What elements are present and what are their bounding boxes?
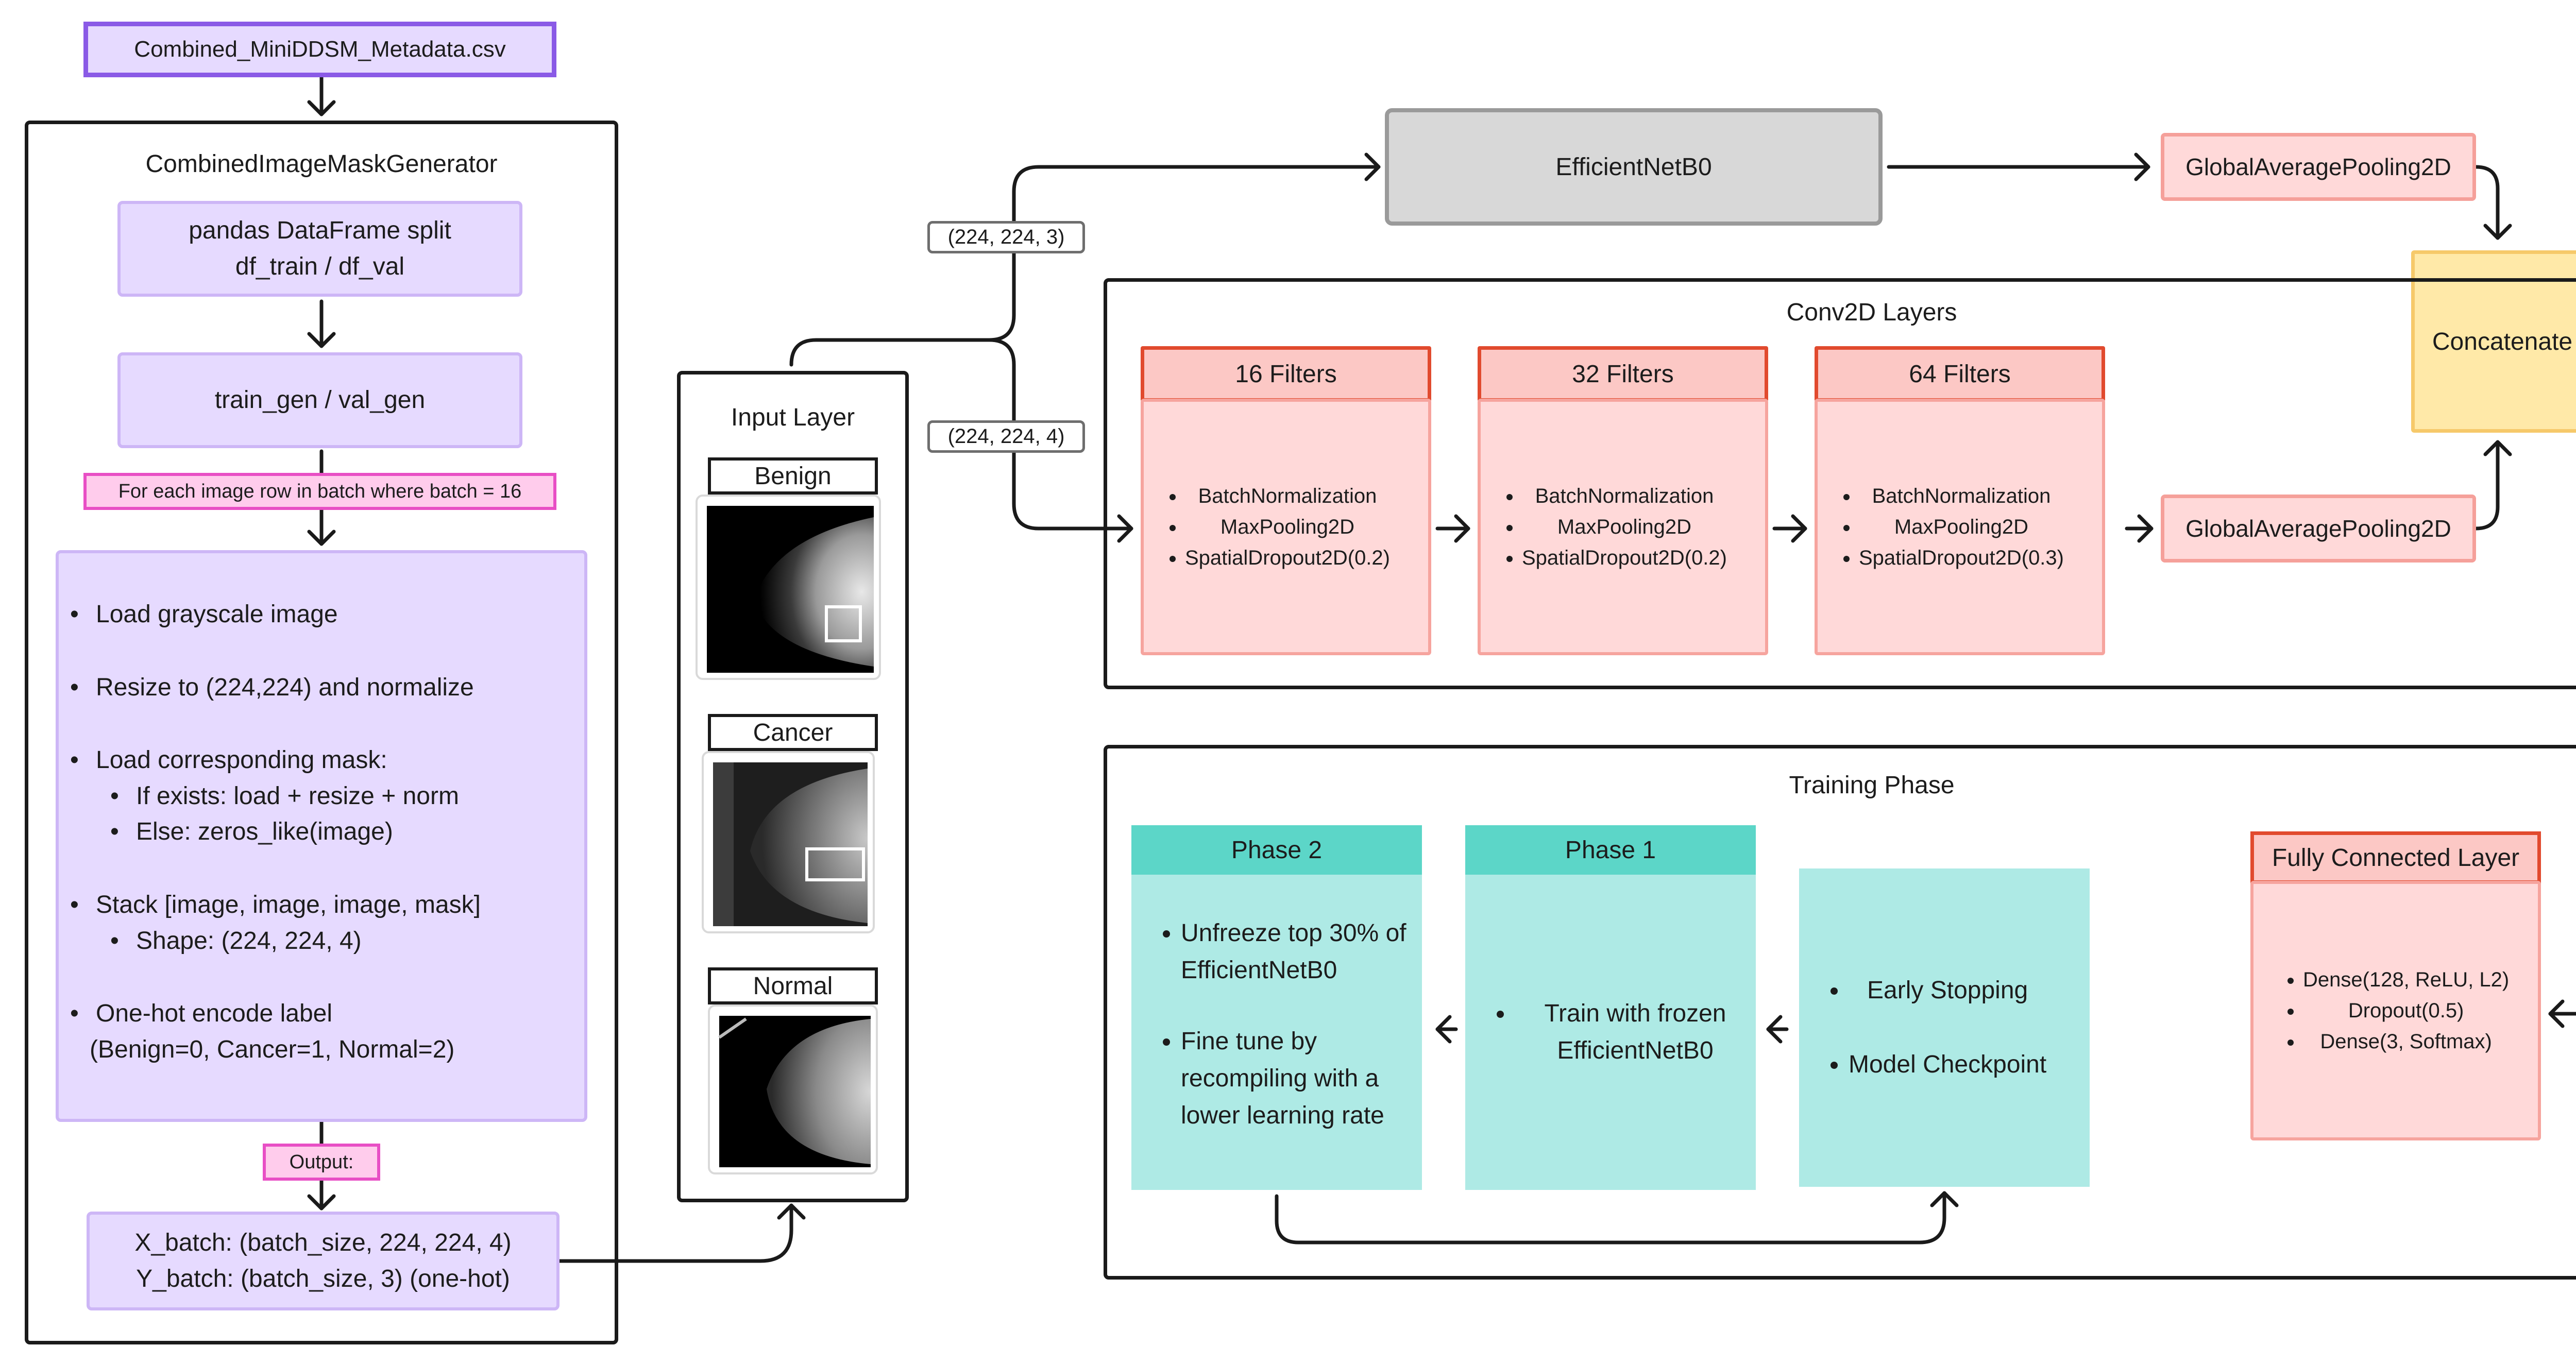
phase2-item: Unfreeze top 30% of EfficientNetB0: [1181, 915, 1422, 989]
output-tag-label: Output:: [289, 1151, 354, 1173]
fc-item: Dense(3, Softmax): [2303, 1026, 2509, 1057]
concatenate-label: Concatenate: [2432, 328, 2573, 355]
gap-bottom-label: GlobalAveragePooling2D: [2185, 515, 2451, 542]
metadata-csv-label: Combined_MiniDDSM_Metadata.csv: [134, 37, 506, 62]
filter-64-body: BatchNormalization MaxPooling2D SpatialD…: [1815, 399, 2105, 655]
efficientnet-node: EfficientNetB0: [1385, 108, 1883, 226]
filter-32-item: BatchNormalization: [1522, 481, 1727, 512]
generator-title: CombinedImageMaskGenerator: [145, 150, 498, 178]
filter-16-item: MaxPooling2D: [1185, 512, 1390, 542]
phase2-head: Phase 2: [1131, 825, 1422, 875]
cancer-thumbnail-frame: [702, 751, 875, 933]
mammogram-cancer-image: [713, 762, 868, 926]
training-container: [1104, 745, 2576, 1280]
filter-32-head: 32 Filters: [1478, 346, 1768, 402]
arrow-gap-to-concat: [2474, 165, 2500, 240]
normal-thumbnail-frame: [708, 1004, 878, 1174]
efficientnet-label: EfficientNetB0: [1555, 153, 1712, 181]
output-y-batch: Y_batch: (batch_size, 3) (one-hot): [136, 1265, 510, 1292]
phase1-item: Train with frozen EfficientNetB0: [1515, 995, 1756, 1069]
filter-64-item: SpatialDropout2D(0.3): [1859, 542, 2064, 573]
processing-steps-node: Load grayscale image Resize to (224,224)…: [56, 550, 587, 1122]
gap-top-node: GlobalAveragePooling2D: [2161, 133, 2476, 201]
phase2-body: Unfreeze top 30% of EfficientNetB0 Fine …: [1131, 875, 1422, 1190]
step-load-grayscale: Load grayscale image: [59, 597, 584, 633]
fc-item: Dense(128, ReLU, L2): [2303, 964, 2509, 995]
split-line-1: pandas DataFrame split: [189, 217, 451, 245]
generator-label: train_gen / val_gen: [214, 386, 426, 414]
filter-64-label: 64 Filters: [1909, 360, 2011, 388]
gap-bottom-node: GlobalAveragePooling2D: [2161, 495, 2476, 563]
callback-early-stopping: Early Stopping: [1849, 972, 2046, 1009]
filter-16-body: BatchNormalization MaxPooling2D SpatialD…: [1141, 399, 1431, 655]
sample-label-cancer: Cancer: [708, 714, 878, 751]
filter-32-label: 32 Filters: [1572, 360, 1674, 388]
roi-box: [825, 605, 862, 642]
callback-model-checkpoint: Model Checkpoint: [1849, 1046, 2046, 1083]
step-load-mask: Load corresponding mask:: [59, 742, 584, 778]
metadata-csv-node: Combined_MiniDDSM_Metadata.csv: [83, 22, 556, 77]
input-layer-container: [677, 371, 909, 1202]
filter-16-item: BatchNormalization: [1185, 481, 1390, 512]
sample-label-normal: Normal: [708, 967, 878, 1004]
step-mask-if: If exists: load + resize + norm: [59, 778, 584, 814]
filter-16-head: 16 Filters: [1141, 346, 1431, 402]
fc-item: Dropout(0.5): [2303, 995, 2509, 1026]
arrow-phase2-loop: [1275, 1191, 1946, 1245]
fc-label: Fully Connected Layer: [2272, 844, 2520, 872]
split-line-2: df_train / df_val: [235, 253, 405, 280]
sample-label-benign: Benign: [708, 457, 878, 495]
filter-64-item: MaxPooling2D: [1859, 512, 2064, 542]
generator-container: [25, 121, 618, 1344]
fc-body: Dense(128, ReLU, L2) Dropout(0.5) Dense(…: [2250, 881, 2541, 1140]
shape-label-rgbm: (224, 224, 4): [927, 420, 1085, 453]
filter-32-item: SpatialDropout2D(0.2): [1522, 542, 1727, 573]
gap-top-label: GlobalAveragePooling2D: [2185, 154, 2451, 180]
phase1-head: Phase 1: [1465, 825, 1756, 875]
filter-16-item: SpatialDropout2D(0.2): [1185, 542, 1390, 573]
filter-32-item: MaxPooling2D: [1522, 512, 1727, 542]
phase1-body: Train with frozen EfficientNetB0: [1465, 875, 1756, 1190]
phase1-label: Phase 1: [1565, 836, 1656, 864]
loop-tag: For each image row in batch where batch …: [83, 473, 556, 510]
output-node: X_batch: (batch_size, 224, 224, 4) Y_bat…: [87, 1212, 560, 1310]
arrow-output-to-input: [557, 1203, 793, 1263]
step-resize: Resize to (224,224) and normalize: [59, 670, 584, 706]
arrow-input-to-efficientnet: [789, 165, 1381, 367]
filter-32-body: BatchNormalization MaxPooling2D SpatialD…: [1478, 399, 1768, 655]
conv-container: [1104, 278, 2576, 689]
conv-title: Conv2D Layers: [1786, 298, 1957, 326]
roi-box: [805, 847, 865, 881]
step-onehot-map: (Benign=0, Cancer=1, Normal=2): [90, 1035, 455, 1063]
loop-tag-label: For each image row in batch where batch …: [118, 480, 522, 502]
step-shape: Shape: (224, 224, 4): [59, 923, 584, 959]
split-node: pandas DataFrame split df_train / df_val: [117, 201, 522, 297]
arrow-gap2-to-concat: [2474, 440, 2500, 531]
step-stack: Stack [image, image, image, mask]: [59, 887, 584, 923]
shape-label-rgb: (224, 224, 3): [927, 221, 1085, 253]
training-title: Training Phase: [1789, 771, 1955, 799]
output-x-batch: X_batch: (batch_size, 224, 224, 4): [134, 1229, 512, 1257]
generator-node: train_gen / val_gen: [117, 352, 522, 448]
mammogram-benign-image: [707, 506, 874, 673]
step-mask-else: Else: zeros_like(image): [59, 814, 584, 850]
input-layer-title: Input Layer: [731, 403, 855, 431]
phase2-label: Phase 2: [1231, 836, 1323, 864]
filter-64-head: 64 Filters: [1815, 346, 2105, 402]
filter-64-item: BatchNormalization: [1859, 481, 2064, 512]
fc-head: Fully Connected Layer: [2250, 831, 2541, 884]
arrow-input-to-conv: [987, 338, 1133, 531]
phase2-item: Fine tune by recompiling with a lower le…: [1181, 1023, 1422, 1134]
filter-16-label: 16 Filters: [1235, 360, 1337, 388]
benign-thumbnail-frame: [696, 495, 881, 680]
output-tag: Output:: [263, 1144, 380, 1181]
callbacks-node: Early Stopping Model Checkpoint: [1799, 868, 2090, 1187]
step-onehot: One-hot encode label: [59, 996, 584, 1032]
mammogram-normal-image: [718, 1016, 871, 1167]
